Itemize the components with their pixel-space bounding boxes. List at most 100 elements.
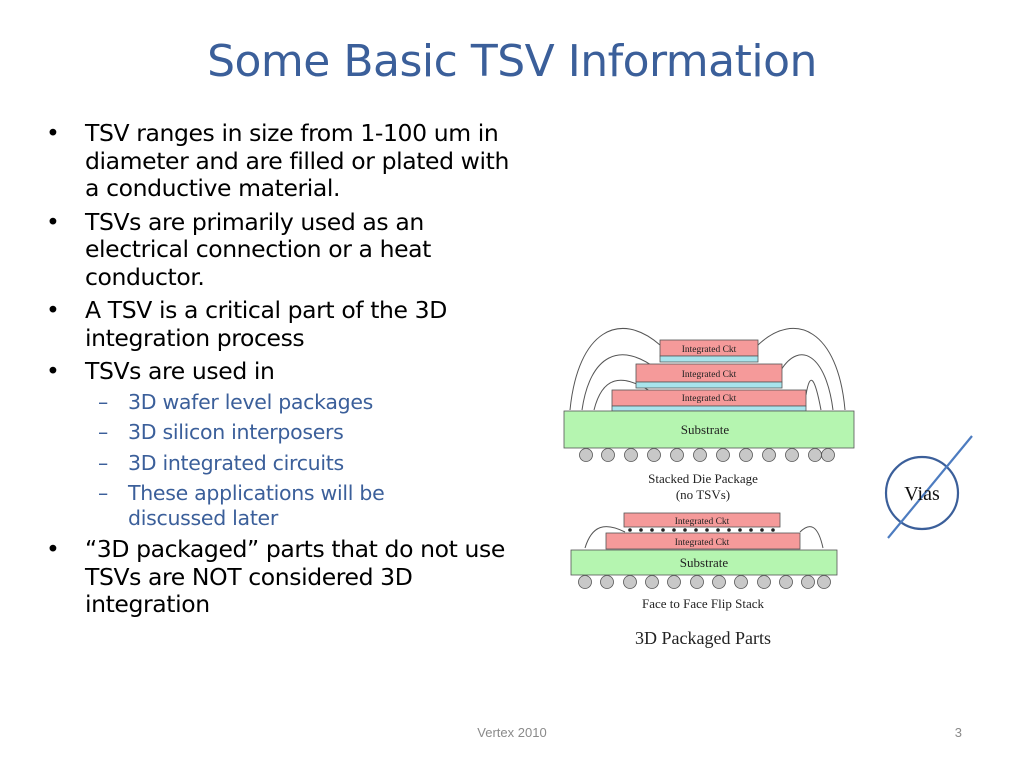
sub-bullet-marker: – <box>98 420 108 444</box>
solder-ball <box>712 575 726 589</box>
solder-ball <box>647 448 661 462</box>
bullet-marker: • <box>46 119 60 147</box>
bullet-text: “3D packaged” parts that do not use TSVs… <box>85 535 505 618</box>
sub-bullet-text: 3D integrated circuits <box>128 450 344 475</box>
die-label: Integrated Ckt <box>675 538 730 548</box>
vias-circle <box>884 455 960 531</box>
solder-ball <box>645 575 659 589</box>
flip-bond-wires <box>584 526 824 549</box>
footer-text: Vertex 2010 <box>477 725 547 740</box>
bullet-list: • TSV ranges in size from 1-100 um in di… <box>40 119 510 625</box>
bullet-item: • TSVs are used in <box>40 357 510 386</box>
bullet-text: TSVs are used in <box>85 357 275 385</box>
micro-bump <box>738 528 742 532</box>
bond-wire <box>799 526 824 549</box>
die-block <box>605 532 801 550</box>
bullet-marker: • <box>46 535 60 563</box>
micro-bump <box>683 528 687 532</box>
micro-bump <box>672 528 676 532</box>
solder-ball <box>762 448 776 462</box>
bullet-item: • TSV ranges in size from 1-100 um in di… <box>40 119 510 203</box>
slide-title: Some Basic TSV Information <box>207 36 817 87</box>
bullet-text: A TSV is a critical part of the 3D integ… <box>85 296 447 352</box>
solder-ball <box>757 575 771 589</box>
bond-wire <box>581 354 659 411</box>
vias-label: Vias <box>904 483 940 505</box>
bond-wire <box>593 379 657 411</box>
sub-bullet-marker: – <box>98 450 108 475</box>
sub-bullet-text: 3D wafer level packages <box>128 389 374 414</box>
sub-bullet-item: – 3D wafer level packages <box>40 390 510 415</box>
micro-bump-row <box>628 528 775 532</box>
stacked-caption: Stacked Die Package <box>648 471 758 486</box>
sub-bullet-item: – These applications will be discussed l… <box>40 481 510 530</box>
micro-bump <box>749 528 753 532</box>
die-label: Integrated Ckt <box>682 394 737 404</box>
bullet-marker: • <box>46 296 60 324</box>
bond-wire <box>780 354 834 411</box>
substrate-label: Substrate <box>680 555 729 570</box>
interposer-layer <box>659 355 759 363</box>
bullet-marker: • <box>46 207 60 236</box>
bond-wire <box>757 328 846 411</box>
die-block <box>623 512 781 528</box>
bullet-item: • “3D packaged” parts that do not use TS… <box>40 535 510 619</box>
micro-bump <box>628 528 632 532</box>
bullet-text: TSVs are primarily used as an electrical… <box>85 207 431 291</box>
3d-packaged-parts-figure: Integrated Ckt Integrated Ckt Integrated… <box>560 310 980 660</box>
sub-bullet-marker: – <box>98 481 108 505</box>
solder-ball <box>578 575 592 589</box>
solder-ball <box>808 448 822 462</box>
solder-ball-row <box>578 575 831 589</box>
solder-ball <box>623 575 637 589</box>
die-label: Integrated Ckt <box>675 517 730 527</box>
interposer-layer <box>635 381 783 389</box>
micro-bump <box>639 528 643 532</box>
solder-ball <box>624 448 638 462</box>
solder-ball <box>667 575 681 589</box>
solder-ball <box>817 575 831 589</box>
sub-bullet-text: These applications will be discussed lat… <box>128 481 385 530</box>
solder-ball <box>739 448 753 462</box>
solder-ball <box>821 448 835 462</box>
bond-wires <box>569 328 846 411</box>
bond-wire <box>569 328 661 411</box>
micro-bump <box>716 528 720 532</box>
micro-bump <box>694 528 698 532</box>
solder-ball <box>601 448 615 462</box>
bond-wire <box>805 379 822 411</box>
solder-ball <box>600 575 614 589</box>
micro-bump <box>705 528 709 532</box>
interposer-layer <box>611 405 807 412</box>
solder-ball <box>801 575 815 589</box>
sub-bullet-item: – 3D silicon interposers <box>40 420 510 445</box>
die-label: Integrated Ckt <box>682 345 737 355</box>
package-diagram: Integrated Ckt Integrated Ckt Integrated… <box>563 328 973 648</box>
vias-strike-line <box>887 435 973 539</box>
sub-bullet-item: – 3D integrated circuits <box>40 451 510 476</box>
solder-ball <box>579 448 593 462</box>
page-number: 3 <box>954 725 962 740</box>
bond-wire <box>584 526 626 549</box>
solder-ball <box>779 575 793 589</box>
solder-ball <box>734 575 748 589</box>
bullet-item: • TSVs are primarily used as an electric… <box>40 207 510 292</box>
die-label: Integrated Ckt <box>682 370 737 380</box>
micro-bump <box>760 528 764 532</box>
stacked-caption-sub: (no TSVs) <box>676 487 730 502</box>
bullet-marker: • <box>46 357 60 385</box>
substrate-block <box>563 410 855 449</box>
substrate-block <box>570 549 838 576</box>
bullet-text: TSV ranges in size from 1-100 um in diam… <box>85 119 509 202</box>
sub-bullet-text: 3D silicon interposers <box>128 420 344 444</box>
solder-ball <box>785 448 799 462</box>
micro-bump <box>727 528 731 532</box>
solder-ball <box>670 448 684 462</box>
flip-caption: Face to Face Flip Stack <box>642 596 765 611</box>
substrate-label: Substrate <box>681 422 730 437</box>
solder-ball <box>716 448 730 462</box>
micro-bump <box>650 528 654 532</box>
bullet-item: • A TSV is a critical part of the 3D int… <box>40 296 510 352</box>
micro-bump <box>661 528 665 532</box>
figure-title: 3D Packaged Parts <box>635 628 771 648</box>
